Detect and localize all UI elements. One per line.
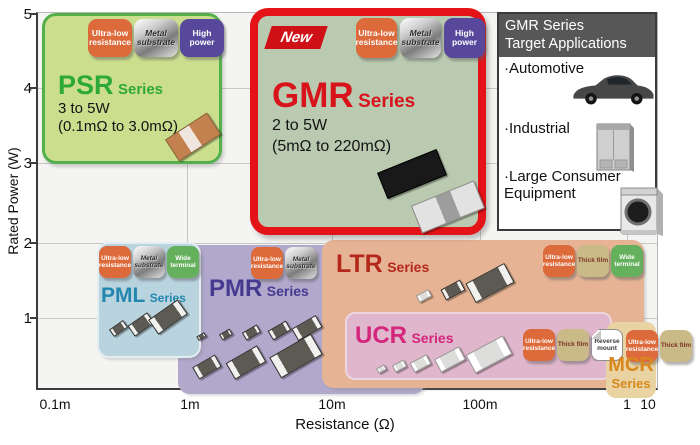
series-name: PML <box>101 284 146 307</box>
ltr-feature-badges: Ultra-low resistance Thick film Wide ter… <box>543 245 645 277</box>
metal-substrate-badge: Metal substrate <box>133 246 165 278</box>
panel-title-line2: Target Applications <box>505 36 627 53</box>
x-tick-label: 10m <box>318 396 346 412</box>
series-name: UCR <box>355 322 407 349</box>
y-tick-mark <box>30 87 36 89</box>
gmr-feature-badges: Ultra-low resistance Metal substrate Hig… <box>355 18 488 58</box>
x-tick-label: 1 <box>623 396 631 412</box>
series-name: PSR <box>58 70 114 100</box>
gmr-resistance-range: (5mΩ to 220mΩ) <box>272 138 392 155</box>
ultra-low-resistance-badge: Ultra-low resistance <box>523 329 555 361</box>
ultra-low-resistance-badge: Ultra-low resistance <box>99 246 131 278</box>
y-tick-mark <box>30 13 36 15</box>
y-tick-label: 3 <box>23 155 32 172</box>
industrial-equipment-icon <box>596 123 634 172</box>
series-suffix: Series <box>266 283 309 299</box>
wide-terminal-badge: Wide terminal <box>611 245 643 277</box>
gridline-1m <box>187 13 188 388</box>
thick-film-badge: Thick film <box>557 329 589 361</box>
thick-film-badge: Thick film <box>660 330 692 362</box>
metal-substrate-badge: Metal substrate <box>400 18 441 58</box>
pmr-series-title: PMR Series <box>209 275 309 303</box>
ltr-series-title: LTR Series <box>336 250 429 279</box>
pmr-feature-badges: Ultra-low resistance Metal substrate <box>251 247 319 279</box>
application-automotive: ·Automotive <box>504 60 585 77</box>
thick-film-badge: Thick film <box>577 245 609 277</box>
metal-substrate-badge: Metal substrate <box>134 19 178 57</box>
y-tick-label: 2 <box>23 235 32 252</box>
wide-terminal-badge: Wide terminal <box>167 246 199 278</box>
mcr-feature-badges: Ultra-low resistance Thick film <box>626 330 694 362</box>
pml-feature-badges: Ultra-low resistance Metal substrate Wid… <box>99 246 201 278</box>
series-name: GMR <box>272 76 354 115</box>
ultra-low-resistance-badge: Ultra-low resistance <box>88 19 132 57</box>
washing-machine-icon <box>620 187 663 236</box>
series-suffix: Series <box>117 81 164 98</box>
x-tick-label: 0.1m <box>39 396 71 412</box>
y-tick-label: 5 <box>23 6 32 23</box>
target-applications-panel: GMR Series Target Applications ·Automoti… <box>497 12 663 236</box>
x-tick-label: 100m <box>462 396 498 412</box>
metal-substrate-badge: Metal substrate <box>285 247 317 279</box>
ucr-series-title: UCR Series <box>355 322 454 350</box>
reverse-mount-badge: Reverse mount <box>591 329 623 361</box>
gmr-series-title: GMR Series <box>272 76 415 116</box>
x-tick-label: 1m <box>180 396 200 412</box>
gmr-power-range: 2 to 5W <box>272 117 328 134</box>
reverse-mount-label: Reverse mount <box>594 337 620 352</box>
x-tick-label: 10 <box>640 396 656 412</box>
car-icon <box>573 75 654 105</box>
series-name: MCR <box>608 354 654 376</box>
ultra-low-resistance-badge: Ultra-low resistance <box>543 245 575 277</box>
panel-header: GMR Series Target Applications <box>499 14 655 58</box>
mcr-series-title: MCR Series <box>604 354 658 392</box>
panel-title-line1: GMR Series <box>505 18 584 34</box>
ultra-low-resistance-badge: Ultra-low resistance <box>251 247 283 279</box>
psr-series-title: PSR Series <box>58 70 163 101</box>
ultra-low-resistance-badge: Ultra-low resistance <box>626 330 658 362</box>
series-name: LTR <box>336 250 383 278</box>
ucr-feature-badges: Ultra-low resistance Thick film Reverse … <box>523 329 625 361</box>
psr-power-range: 3 to 5W <box>58 100 110 117</box>
new-badge: New <box>264 26 328 49</box>
x-axis-label: Resistance (Ω) <box>295 416 395 433</box>
y-tick-label: 1 <box>23 310 32 327</box>
y-tick-mark <box>30 242 36 244</box>
application-large-consumer-equipment: ·Large Consumer Equipment <box>504 168 621 203</box>
series-suffix: Series <box>611 376 651 391</box>
y-tick-mark <box>30 317 36 319</box>
series-suffix: Series <box>358 91 416 112</box>
folded-corner-icon <box>592 330 601 339</box>
series-suffix: Series <box>411 330 454 346</box>
pml-series-title: PML Series <box>101 284 186 308</box>
high-power-badge: High power <box>180 19 224 57</box>
series-name: PMR <box>209 275 263 302</box>
series-suffix: Series <box>387 259 430 275</box>
new-label: New <box>278 29 314 46</box>
high-power-badge: High power <box>444 18 485 58</box>
y-tick-label: 4 <box>23 80 32 97</box>
psr-feature-badges: Ultra-low resistance Metal substrate Hig… <box>88 19 226 57</box>
application-industrial: ·Industrial <box>504 120 570 137</box>
ultra-low-resistance-badge: Ultra-low resistance <box>355 18 398 58</box>
psr-resistance-range: (0.1mΩ to 3.0mΩ) <box>58 118 178 135</box>
y-tick-mark <box>30 162 36 164</box>
